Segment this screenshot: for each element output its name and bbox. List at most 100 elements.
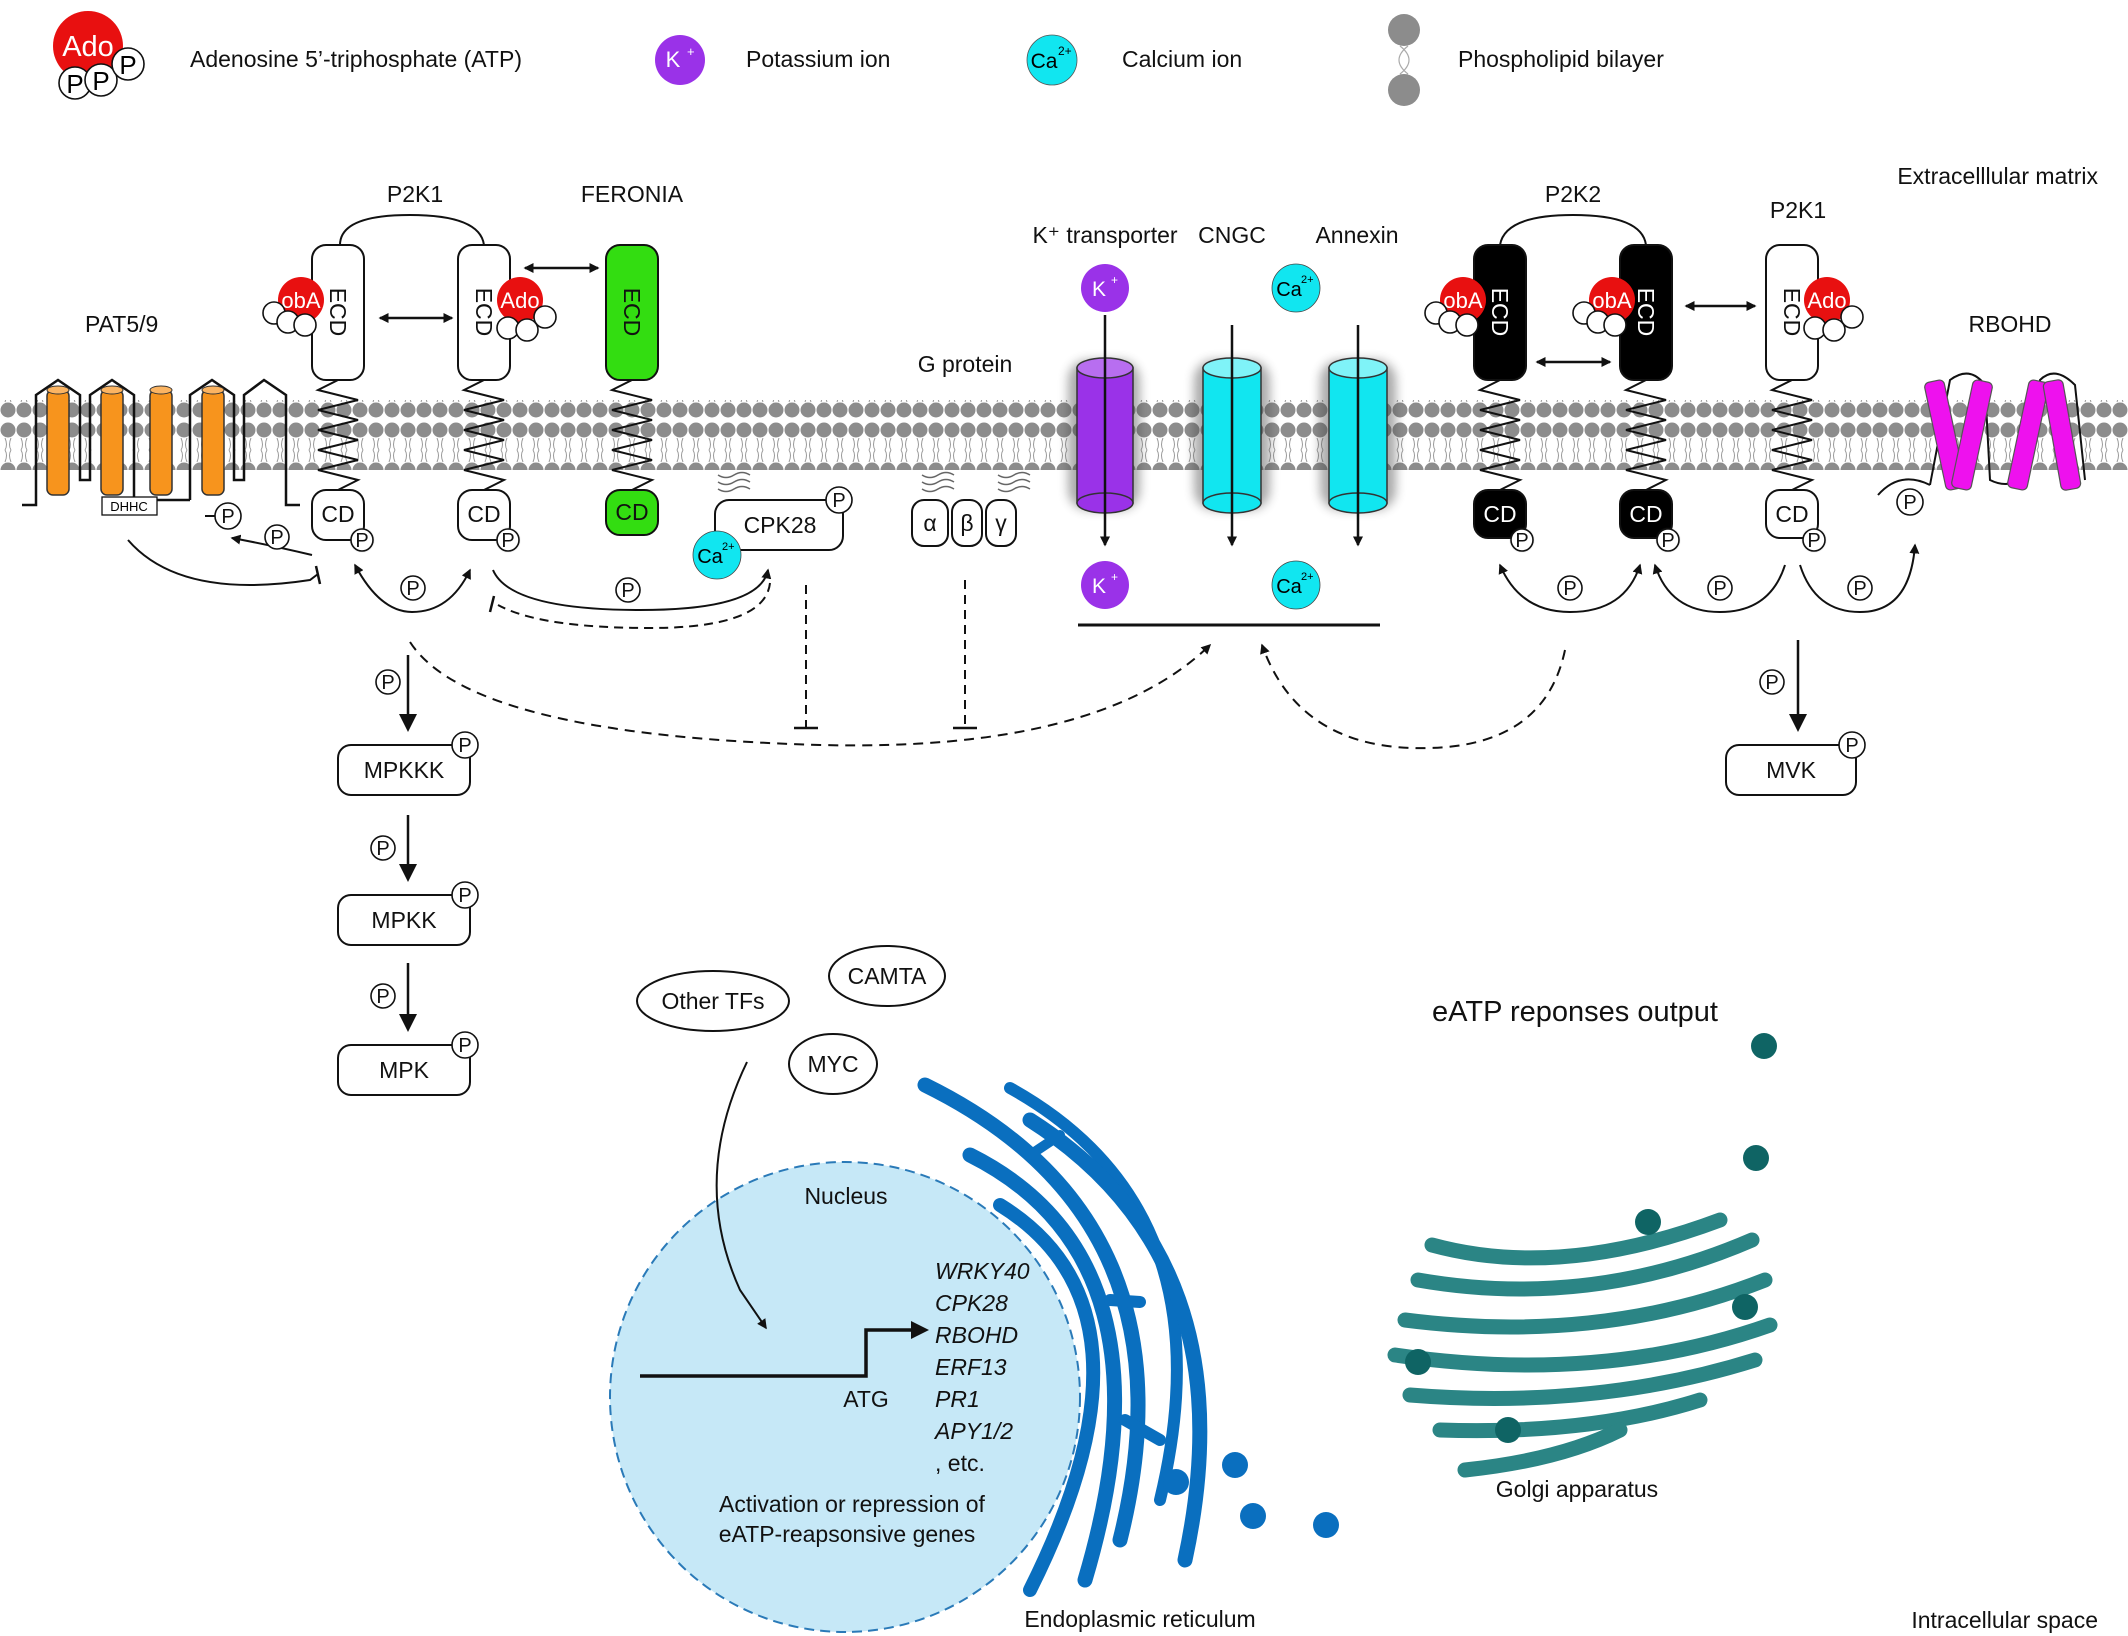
g-protein: α β γ bbox=[911, 471, 1031, 547]
legend: Ado P P P Adenosine 5’-triphosphate (ATP… bbox=[53, 11, 1664, 106]
cd-label: CD bbox=[615, 499, 648, 525]
endoplasmic-reticulum bbox=[917, 1077, 1208, 1597]
dimer-bracket bbox=[1499, 213, 1647, 246]
mpkkk-label: MPKKK bbox=[364, 757, 445, 783]
ecd-label: ECD bbox=[325, 288, 351, 337]
rbohd-label: RBOHD bbox=[1968, 311, 2051, 337]
phospho-label: P bbox=[376, 986, 389, 1008]
mvk-label: MVK bbox=[1766, 757, 1817, 783]
extracellular-label: Extracelllular matrix bbox=[1897, 163, 2098, 189]
phospho-label: P bbox=[221, 506, 234, 528]
ecd-label: ECD bbox=[1779, 288, 1805, 337]
phospho-label: P bbox=[458, 1035, 471, 1057]
p2k1-to-channels-dashed-arrow bbox=[409, 641, 1212, 747]
cd-label: CD bbox=[321, 501, 354, 527]
legend-potassium-label: Potassium ion bbox=[746, 46, 890, 72]
ca-charge: 2+ bbox=[722, 541, 735, 553]
intracellular-label: Intracellular space bbox=[1911, 1607, 2098, 1633]
camta-label: CAMTA bbox=[848, 963, 927, 989]
other-tfs-label: Other TFs bbox=[661, 988, 764, 1014]
phosphate-label: P bbox=[119, 50, 136, 80]
regulation-line-1: Activation or repression of bbox=[719, 1491, 986, 1517]
ecd-label: ECD bbox=[1487, 288, 1513, 337]
trans-phosphorylation-arrow bbox=[354, 563, 471, 614]
oba-ligand-p2k2-b: obA bbox=[1572, 277, 1635, 337]
k-ion-inside: K + bbox=[1081, 561, 1129, 609]
p2k1-to-p2k2-arrow bbox=[1652, 563, 1786, 614]
p2k2-label: P2K2 bbox=[1545, 181, 1601, 207]
phospho-markers-left: P P bbox=[349, 527, 521, 553]
atg-label: ATG bbox=[843, 1386, 889, 1412]
er-vesicles bbox=[1163, 1452, 1339, 1538]
phospho-label: P bbox=[1903, 492, 1916, 514]
p2k1-left-monomer-a: ECD CD bbox=[311, 244, 365, 541]
p2k1-left-label: P2K1 bbox=[387, 181, 443, 207]
cpk28-kinase: CPK28 P Ca 2+ bbox=[692, 471, 853, 580]
rbohd-protein: P bbox=[1877, 372, 2086, 516]
ca-charge: 2+ bbox=[1301, 274, 1314, 286]
pat-inhibition-arrow bbox=[127, 539, 319, 586]
golgi-label: Golgi apparatus bbox=[1496, 1476, 1658, 1502]
ca-label: Ca bbox=[1276, 576, 1302, 598]
phospho-label: P bbox=[406, 578, 419, 600]
p2k1-to-rbohd-arrow bbox=[1799, 543, 1920, 614]
phospho-label: P bbox=[458, 735, 471, 757]
g-beta: β bbox=[960, 510, 973, 536]
k-ion-outside: K + bbox=[1081, 264, 1129, 312]
potassium-ion-icon: K + bbox=[655, 35, 705, 85]
regulation-line-2: eATP-reapsonsive genes bbox=[719, 1521, 976, 1547]
oba-ligand-p2k2-a: obA bbox=[1424, 277, 1486, 337]
gene-wrky40: WRKY40 bbox=[935, 1258, 1030, 1284]
cpk28-inhibition-arrow bbox=[497, 582, 771, 630]
g-protein-label: G protein bbox=[918, 351, 1013, 377]
g-gamma: γ bbox=[995, 510, 1007, 536]
pat-label: PAT5/9 bbox=[85, 311, 158, 337]
k-label: K bbox=[1092, 278, 1106, 301]
gene-cpk28: CPK28 bbox=[935, 1290, 1008, 1316]
phospho-label: P bbox=[1845, 735, 1858, 757]
ca-symbol: Ca bbox=[1031, 50, 1058, 73]
ecd-label: ECD bbox=[1633, 288, 1659, 337]
phospho-label: P bbox=[1661, 530, 1674, 552]
ado-ligand-left: Ado bbox=[496, 277, 557, 342]
gene-erf13: ERF13 bbox=[935, 1354, 1007, 1380]
legend-bilayer-label: Phospholipid bilayer bbox=[1458, 46, 1664, 72]
golgi-vesicles bbox=[1405, 1033, 1777, 1443]
phospholipid-icon bbox=[1388, 14, 1420, 106]
ado-label: Ado bbox=[62, 31, 114, 63]
er-label: Endoplasmic reticulum bbox=[1024, 1606, 1255, 1632]
phospho-label: P bbox=[621, 580, 634, 602]
g-alpha: α bbox=[923, 510, 936, 536]
oba-label: obA bbox=[1443, 288, 1482, 313]
phospho-label: P bbox=[832, 490, 845, 512]
phospho-label: P bbox=[1713, 578, 1726, 600]
feronia-receptor: ECD CD bbox=[605, 244, 659, 536]
p2k2-trans-phosphorylation-arrow bbox=[1498, 563, 1643, 614]
dimer-bracket bbox=[339, 213, 485, 246]
ado-label: Ado bbox=[500, 288, 539, 313]
phospho-label: P bbox=[355, 530, 368, 552]
phospho-label: P bbox=[1515, 530, 1528, 552]
phosphate-label: P bbox=[92, 66, 109, 96]
mvk-branch: P MVK P bbox=[1725, 640, 1866, 796]
phospho-label: P bbox=[376, 838, 389, 860]
k-symbol: K bbox=[666, 47, 681, 72]
p2k1-right-receptor: ECD CD bbox=[1765, 244, 1819, 539]
ado-ligand-right: Ado bbox=[1803, 277, 1864, 342]
gene-apy12: APY1/2 bbox=[933, 1418, 1013, 1444]
oba-label: obA bbox=[281, 288, 320, 313]
gene-rbohd: RBOHD bbox=[935, 1322, 1018, 1348]
cngc-label: CNGC bbox=[1198, 222, 1266, 248]
ado-label: Ado bbox=[1807, 288, 1846, 313]
gene-list: WRKY40 CPK28 RBOHD ERF13 PR1 APY1/2 , et… bbox=[933, 1258, 1030, 1476]
feronia-label: FERONIA bbox=[581, 181, 684, 207]
nucleus-label: Nucleus bbox=[804, 1183, 887, 1209]
ecd-label: ECD bbox=[471, 288, 497, 337]
p2k2-to-channels-dashed-arrow bbox=[1260, 643, 1566, 750]
legend-calcium-label: Calcium ion bbox=[1122, 46, 1242, 72]
phospho-label: P bbox=[270, 527, 283, 549]
p2k2-monomer-b: ECD CD bbox=[1619, 244, 1673, 539]
annexin-label: Annexin bbox=[1315, 222, 1398, 248]
nucleus: Nucleus ATG WRKY40 CPK28 RBOHD ERF13 PR1… bbox=[609, 1061, 1081, 1633]
phosphate-label: P bbox=[66, 69, 83, 99]
